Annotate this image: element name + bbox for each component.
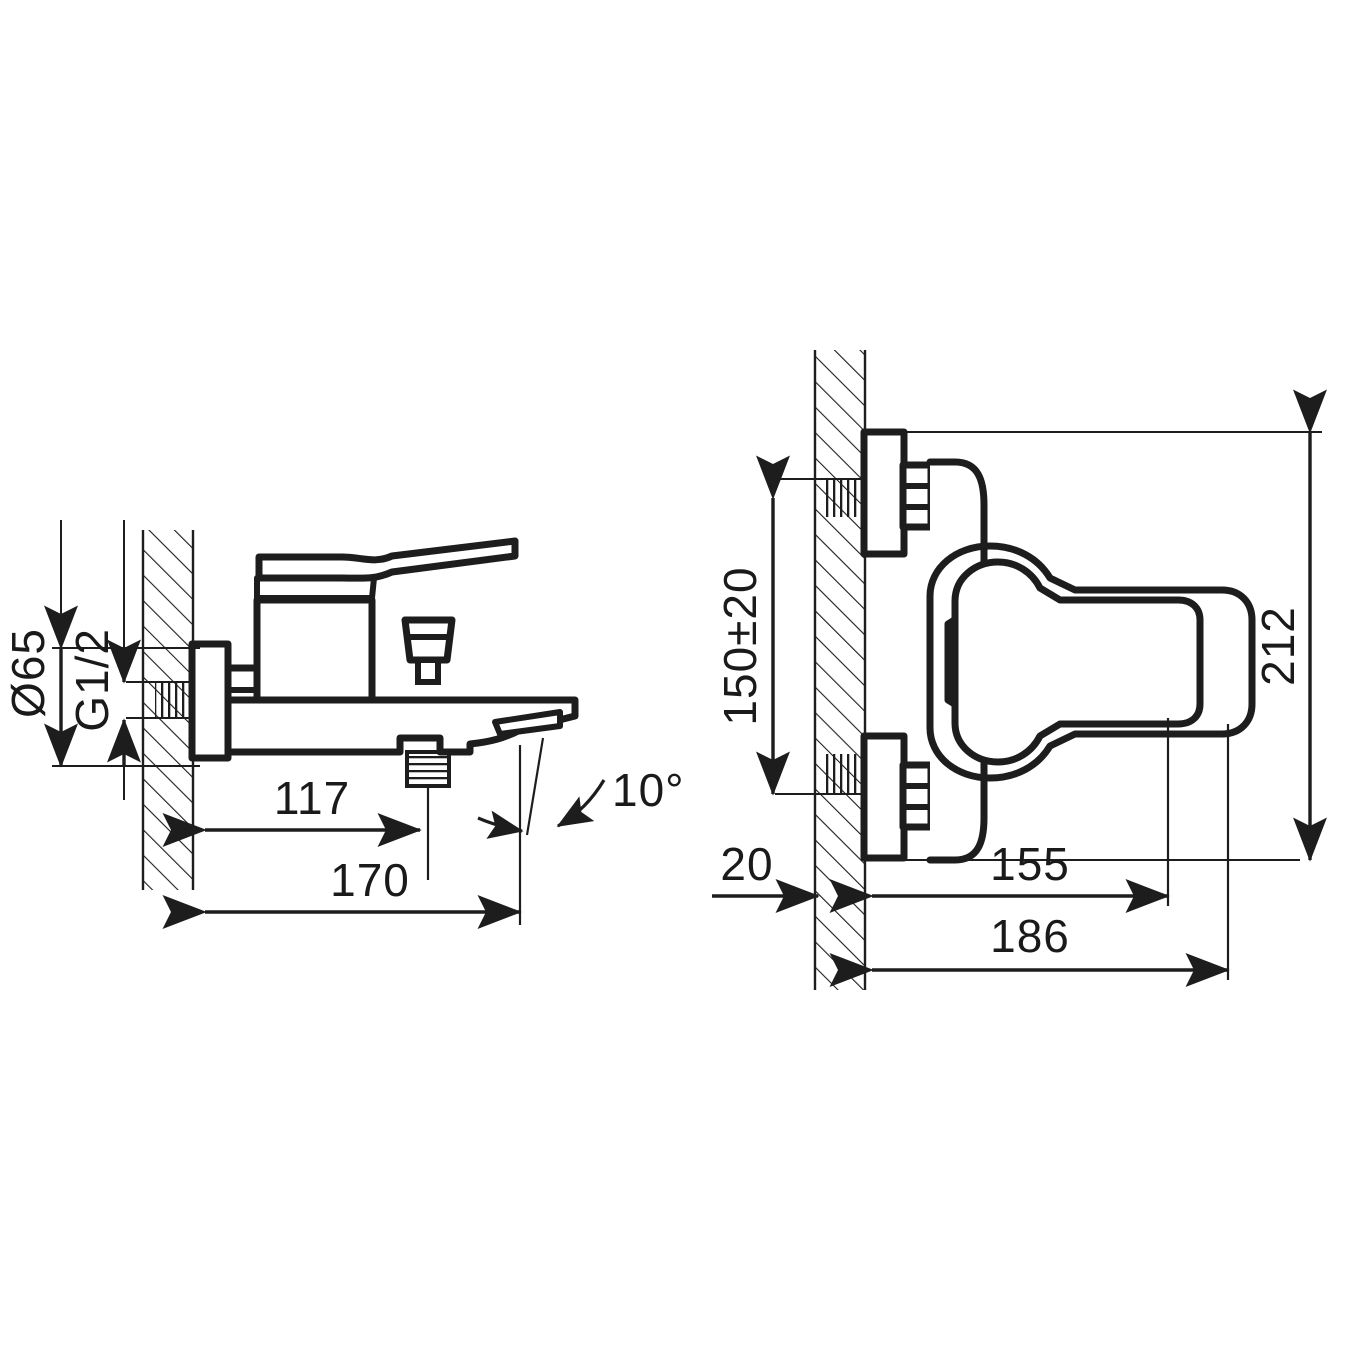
dimension-thread-g12: G1/2 [66, 520, 141, 800]
escutcheon-flange [188, 640, 232, 762]
bath-spout [224, 696, 579, 756]
dimension-155: 155 [829, 718, 1300, 913]
dim-label-212: 212 [1252, 606, 1304, 686]
upper-escutcheon-flange [860, 428, 908, 558]
dim-label-thread: G1/2 [66, 628, 118, 732]
dimension-20: 20 [712, 838, 820, 913]
shower-outlet-thread [405, 750, 451, 880]
dimension-170: 170 [162, 745, 522, 929]
dim-label-150pm20: 150±20 [714, 566, 766, 725]
dimension-150pm20: 150±20 [714, 455, 790, 796]
upper-inlet-thread [775, 478, 868, 517]
dim-label-angle: 10° [612, 764, 685, 816]
dim-label-diameter: Ø65 [2, 628, 54, 718]
dim-label-170: 170 [330, 854, 410, 906]
dimension-117: 117 [162, 772, 422, 847]
front-view: 150±20 20 155 186 212 [712, 350, 1327, 990]
dimension-212: 212 [904, 389, 1327, 862]
dim-label-117: 117 [274, 772, 350, 824]
dim-label-155: 155 [990, 838, 1070, 890]
diverter-knob [401, 616, 456, 685]
dimension-angle-10: 10° [477, 737, 685, 839]
dimension-diameter-65: Ø65 [2, 520, 200, 768]
upper-connector-nut [899, 461, 935, 531]
wall-hatching-front [813, 350, 867, 990]
lever-handle [255, 537, 519, 582]
dimension-186: 186 [829, 724, 1230, 987]
side-view: Ø65 G1/2 117 170 10° [2, 520, 685, 929]
lever-handle-front [926, 542, 1256, 782]
dim-label-186: 186 [990, 910, 1070, 962]
lower-escutcheon-flange [860, 732, 908, 862]
mixer-body [253, 575, 377, 704]
lower-connector-nut [899, 761, 935, 831]
lower-inlet-thread [775, 754, 868, 795]
dim-label-20: 20 [720, 838, 773, 890]
